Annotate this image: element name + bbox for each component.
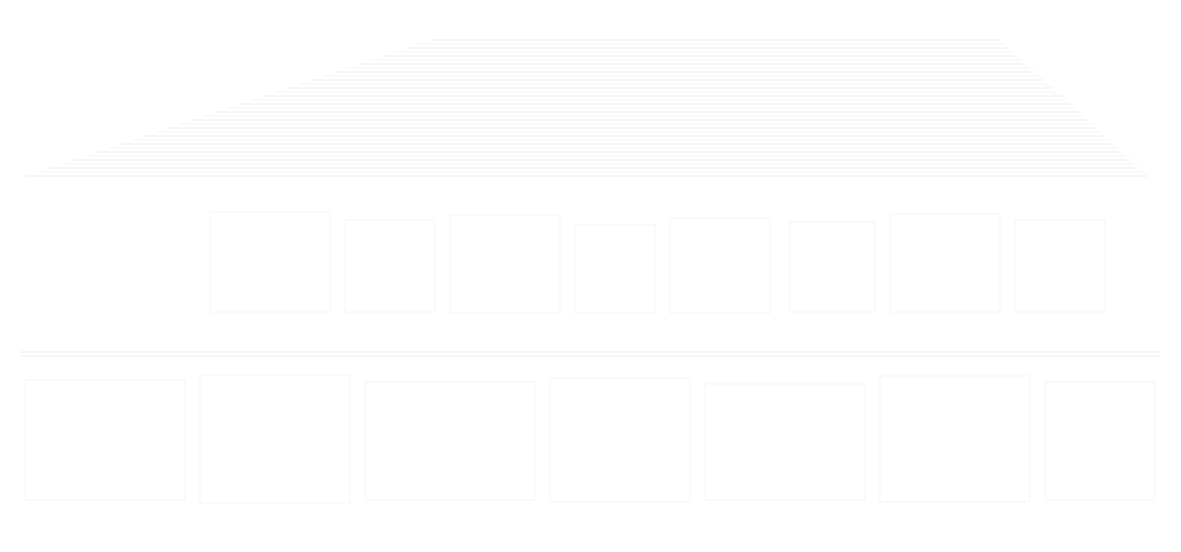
faint-block [199,374,351,504]
faint-block [574,224,656,314]
faint-block-row-middle [209,211,1106,314]
faint-block-row-lower [24,374,1156,504]
faint-divider-lines [20,351,1160,357]
faint-block [549,377,691,503]
faint-block [889,213,1001,313]
faint-block [209,211,331,313]
faint-block [704,383,866,501]
faint-hatch-band-upper [25,39,1148,177]
faint-block [879,375,1031,503]
faint-block [669,217,771,314]
faint-block [364,381,536,501]
faint-block [449,214,561,314]
faint-block [344,219,436,313]
faint-block [1014,219,1106,313]
faint-block [24,379,186,501]
faint-block [1044,381,1156,501]
faint-block [789,221,876,313]
